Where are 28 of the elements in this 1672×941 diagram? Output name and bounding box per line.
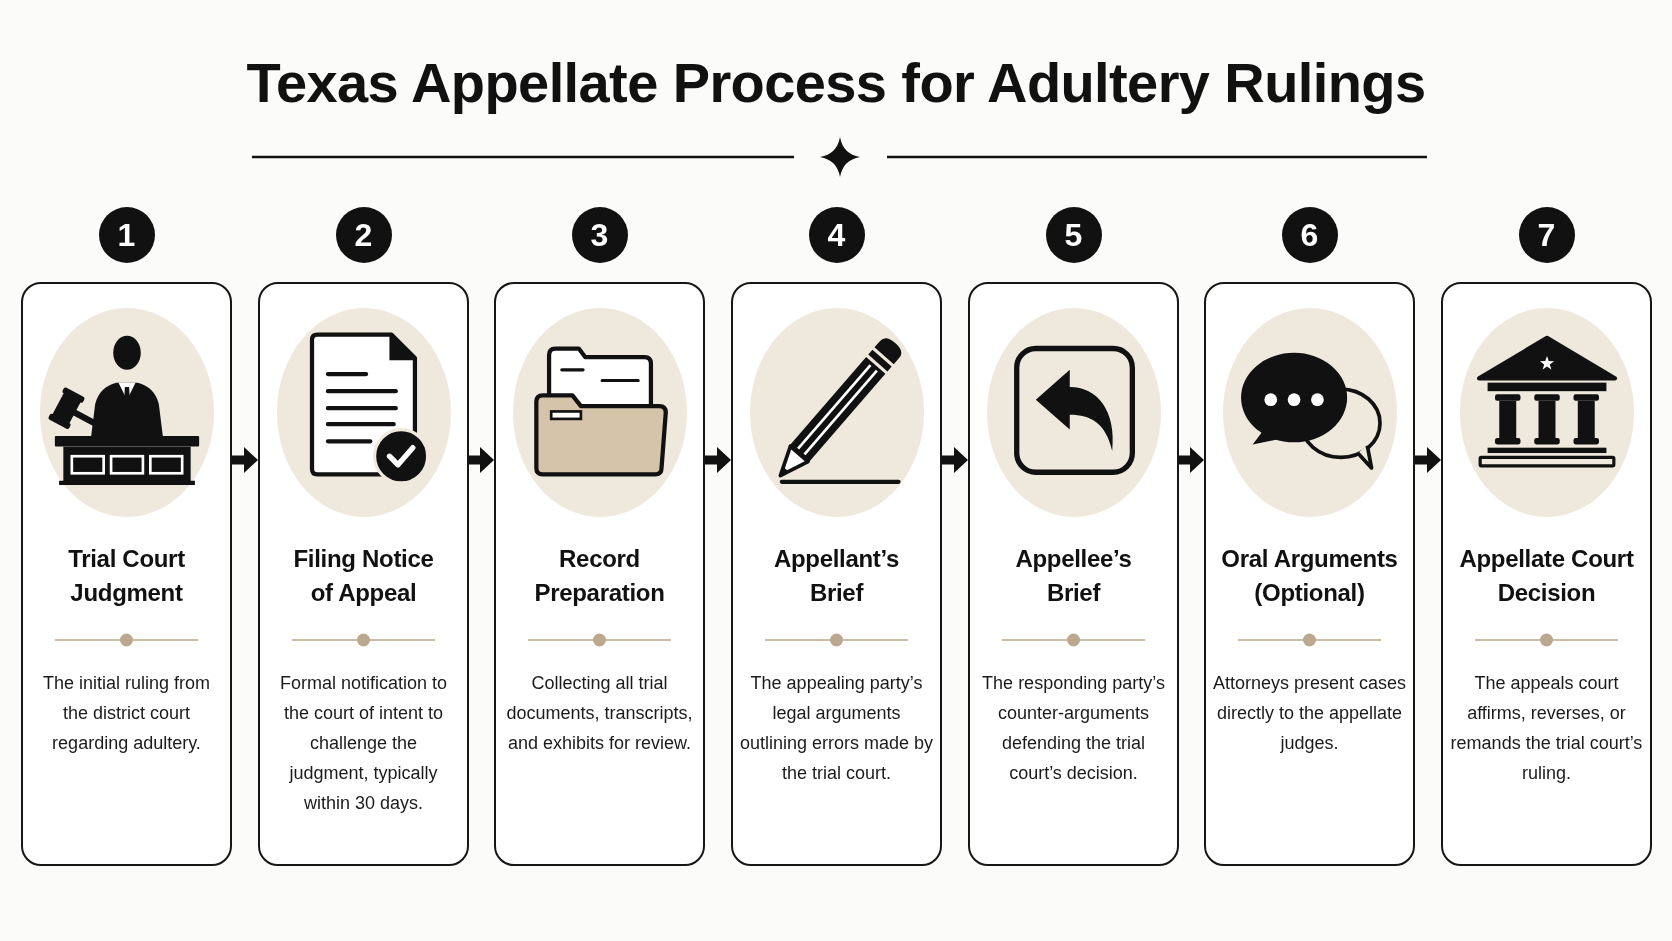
- step-number: 2: [335, 207, 392, 263]
- step-description: The appealing party’s legal arguments outlining errors made by the trial court.: [738, 672, 935, 785]
- step-description: The appeals court affirms, reverses, or remands the trial court’s ruling.: [1449, 672, 1644, 785]
- arrow: [1179, 447, 1204, 473]
- step-number: 1: [98, 207, 155, 263]
- step-title: Trial Court Judgment: [67, 544, 186, 608]
- step-description: The initial ruling from the district court regarding adultery.: [41, 672, 212, 755]
- arrow: [1415, 447, 1441, 473]
- step-description: Formal notification to the court of intent to challenge the judgment, typically within 30 days.: [279, 672, 448, 815]
- arrow: [705, 447, 731, 473]
- step-title: Record Preparation: [533, 544, 666, 608]
- step-title: Appellant’s Brief: [772, 544, 901, 608]
- step-number: 6: [1281, 207, 1338, 263]
- step-number: 3: [571, 207, 628, 263]
- step-description: Attorneys present cases directly to the appellate judges.: [1211, 672, 1408, 755]
- title: Texas Appellate Process for Adultery Rulings: [246, 50, 1426, 116]
- step-title: Filing Notice of Appeal: [292, 544, 435, 608]
- arrow: [469, 447, 494, 473]
- arrow: [942, 447, 968, 473]
- step-description: The responding party’s counter-arguments defending the trial court’s decision.: [981, 672, 1166, 785]
- step-number: 5: [1045, 207, 1102, 263]
- step-number: 7: [1518, 207, 1575, 263]
- step-description: Collecting all trial documents, transcripts, and exhibits for review.: [505, 672, 694, 755]
- step-title: Appellate Court Decision: [1458, 544, 1635, 608]
- step-number: 4: [808, 207, 865, 263]
- step-title: Appellee’s Brief: [1014, 544, 1133, 608]
- arrow: [232, 447, 258, 473]
- step-title: Oral Arguments (Optional): [1220, 544, 1399, 608]
